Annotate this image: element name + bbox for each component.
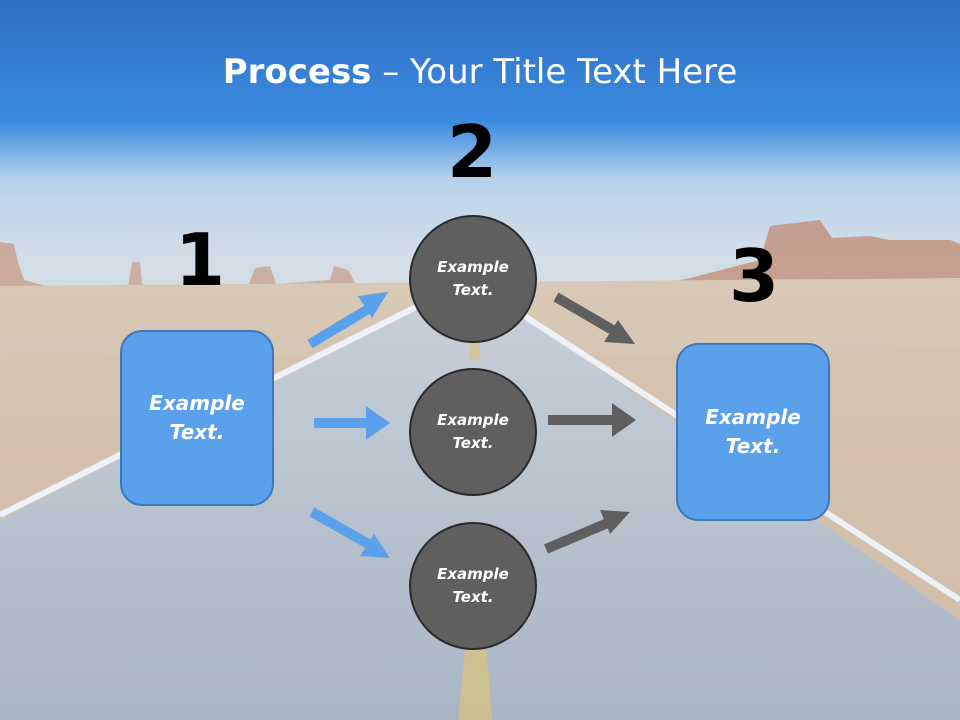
step-number-3: 3 — [728, 234, 780, 318]
step-number-2: 2 — [446, 110, 498, 194]
circle-bottom-label: Example Text. — [437, 565, 509, 606]
slide-title: Process – Your Title Text Here — [0, 52, 960, 92]
step-1-label: Example Text. — [149, 391, 245, 444]
title-rest: – Your Title Text Here — [371, 52, 738, 92]
step-2-circle-middle: Example Text. — [409, 368, 537, 496]
circle-middle-label: Example Text. — [437, 411, 509, 452]
step-3-box: Example Text. — [676, 343, 830, 521]
step-2-circle-top: Example Text. — [409, 215, 537, 343]
circle-top-label: Example Text. — [437, 258, 509, 299]
step-3-label: Example Text. — [705, 405, 801, 458]
step-2-circle-bottom: Example Text. — [409, 522, 537, 650]
title-bold: Process — [222, 52, 372, 92]
step-number-1: 1 — [174, 218, 226, 302]
step-1-box: Example Text. — [120, 330, 274, 506]
